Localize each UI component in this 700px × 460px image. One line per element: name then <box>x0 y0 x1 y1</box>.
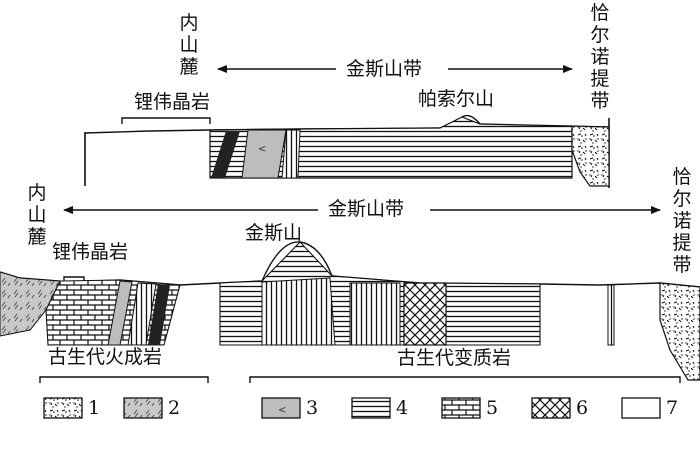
legend-number-4: 4 <box>396 397 409 419</box>
top-left-label: 内山麓 <box>179 12 199 78</box>
legend-number-1: 1 <box>88 397 101 419</box>
legend-number-3: 3 <box>306 397 319 419</box>
igneous-group-label: 古生代火成岩 <box>48 346 163 368</box>
legend-swatch-6 <box>531 397 571 419</box>
legend-number-5: 5 <box>486 397 499 419</box>
svg-text:<: < <box>278 405 286 416</box>
bottom-pegmatite-label: 锂伟晶岩 <box>52 241 129 263</box>
legend-swatch-3 <box>261 397 301 419</box>
top-dotted-block <box>571 125 610 187</box>
legend-swatch-7 <box>621 397 661 419</box>
bottom-peak-label: 金斯山 <box>245 222 303 244</box>
top-section: < <box>84 58 610 188</box>
top-gray-layer <box>241 129 287 179</box>
bottom-small-block <box>607 284 615 346</box>
legend-swatch-2 <box>123 397 163 419</box>
legend-swatch-5 <box>441 397 481 419</box>
metamorphic-group-label: 古生代变质岩 <box>397 347 512 369</box>
bottom-dotted-body <box>659 282 700 381</box>
bottom-belt-label: 金斯山带 <box>328 198 405 220</box>
bottom-right-label: 恰尔诺提带 <box>672 166 692 276</box>
legend-swatch-1 <box>43 397 83 419</box>
legend: < <box>39 376 681 419</box>
svg-text:<: < <box>258 144 266 155</box>
bottom-crosshatch-block <box>403 282 447 346</box>
bottom-left-label: 内山麓 <box>27 182 47 248</box>
top-pegmatite-brace <box>121 117 211 124</box>
top-right-label: 恰尔诺提带 <box>590 2 610 112</box>
legend-number-6: 6 <box>576 397 589 419</box>
bottom-vertical-stripe <box>127 282 157 346</box>
bottom-dark-stripe-2 <box>148 284 170 345</box>
igneous-group-brace <box>39 376 209 383</box>
bottom-pegmatite-brace <box>63 276 85 282</box>
legend-swatch-4 <box>351 397 391 419</box>
bottom-vertical-block-b <box>349 282 401 346</box>
top-vertical-layer <box>281 129 301 179</box>
top-dark-layer <box>211 131 240 178</box>
top-peak-label: 帕索尔山 <box>418 88 495 110</box>
bottom-dark-stripe <box>107 280 133 346</box>
metamorphic-group-brace <box>249 376 681 383</box>
bottom-vertical-block-a <box>261 277 336 346</box>
bottom-section <box>0 198 700 381</box>
top-belt-label: 金斯山带 <box>346 58 423 80</box>
legend-number-2: 2 <box>168 397 181 419</box>
top-pegmatite-label: 锂伟晶岩 <box>134 91 211 113</box>
legend-number-7: 7 <box>666 397 679 419</box>
